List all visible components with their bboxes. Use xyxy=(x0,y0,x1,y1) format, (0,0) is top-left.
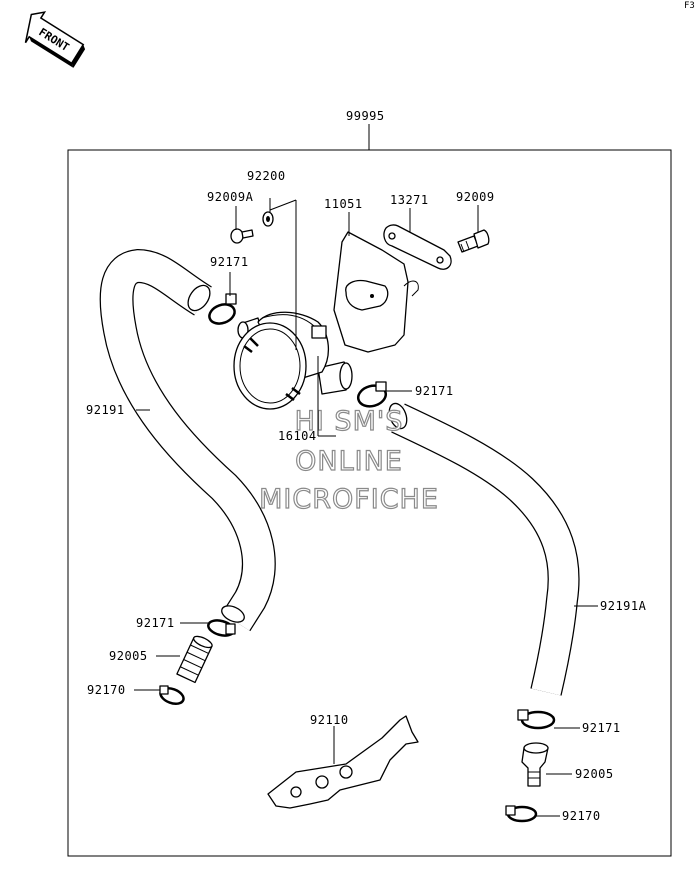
watermark-line-2: ONLINE xyxy=(295,446,403,477)
hose-92191 xyxy=(99,248,276,632)
watermark: HI SM'S ONLINE MICROFICHE xyxy=(258,405,439,515)
callout-92171-upper-left: 92171 xyxy=(210,255,249,269)
clamp-92171-upper-left xyxy=(208,293,237,325)
watermark-line-1: HI SM'S xyxy=(295,406,404,437)
front-direction-badge: FRONT xyxy=(24,11,86,68)
callout-92170-left: 92170 xyxy=(87,683,126,697)
callout-92005-left: 92005 xyxy=(109,649,148,663)
callout-92009A: 92009A xyxy=(207,190,254,204)
callout-92191A: 92191A xyxy=(600,599,647,613)
callout-92009: 92009 xyxy=(456,190,495,204)
clamp-92170-left xyxy=(159,685,185,706)
callout-16104: 16104 xyxy=(278,429,317,443)
clamp-92170-right xyxy=(505,805,538,823)
assembly-number: 99995 xyxy=(346,109,385,123)
bracket-11051 xyxy=(333,231,419,353)
leader-lines xyxy=(134,198,598,817)
callout-92005-right: 92005 xyxy=(575,767,614,781)
joint-92005-left xyxy=(176,635,213,684)
watermark-line-3: MICROFICHE xyxy=(259,484,439,515)
callout-92171-lower-left: 92171 xyxy=(136,616,175,630)
callout-13271: 13271 xyxy=(390,193,429,207)
joint-92005-right xyxy=(521,742,549,787)
assembly-frame xyxy=(67,149,672,857)
clamp-92171-upper-right xyxy=(356,381,388,408)
callout-92110: 92110 xyxy=(310,713,349,727)
stay-13271 xyxy=(383,224,452,270)
callouts: 92200 92009A 11051 13271 92009 92171 921… xyxy=(86,169,647,823)
callout-92171-lower-right: 92171 xyxy=(582,721,621,735)
clamp-92171-lower-right xyxy=(517,709,556,730)
hose-92191A xyxy=(388,402,580,696)
plate-92110 xyxy=(267,715,419,809)
callout-92170-right: 92170 xyxy=(562,809,601,823)
callout-11051: 11051 xyxy=(324,197,363,211)
washer-92200 xyxy=(262,211,274,227)
corner-code: F3 xyxy=(684,1,695,11)
valve-16104 xyxy=(233,311,353,410)
clamp-92171-lower-left xyxy=(207,619,236,637)
bolt-92009 xyxy=(457,229,490,253)
screw-92009A xyxy=(230,228,254,244)
callout-92191: 92191 xyxy=(86,403,125,417)
callout-92200: 92200 xyxy=(247,169,286,183)
callout-92171-upper-right: 92171 xyxy=(415,384,454,398)
